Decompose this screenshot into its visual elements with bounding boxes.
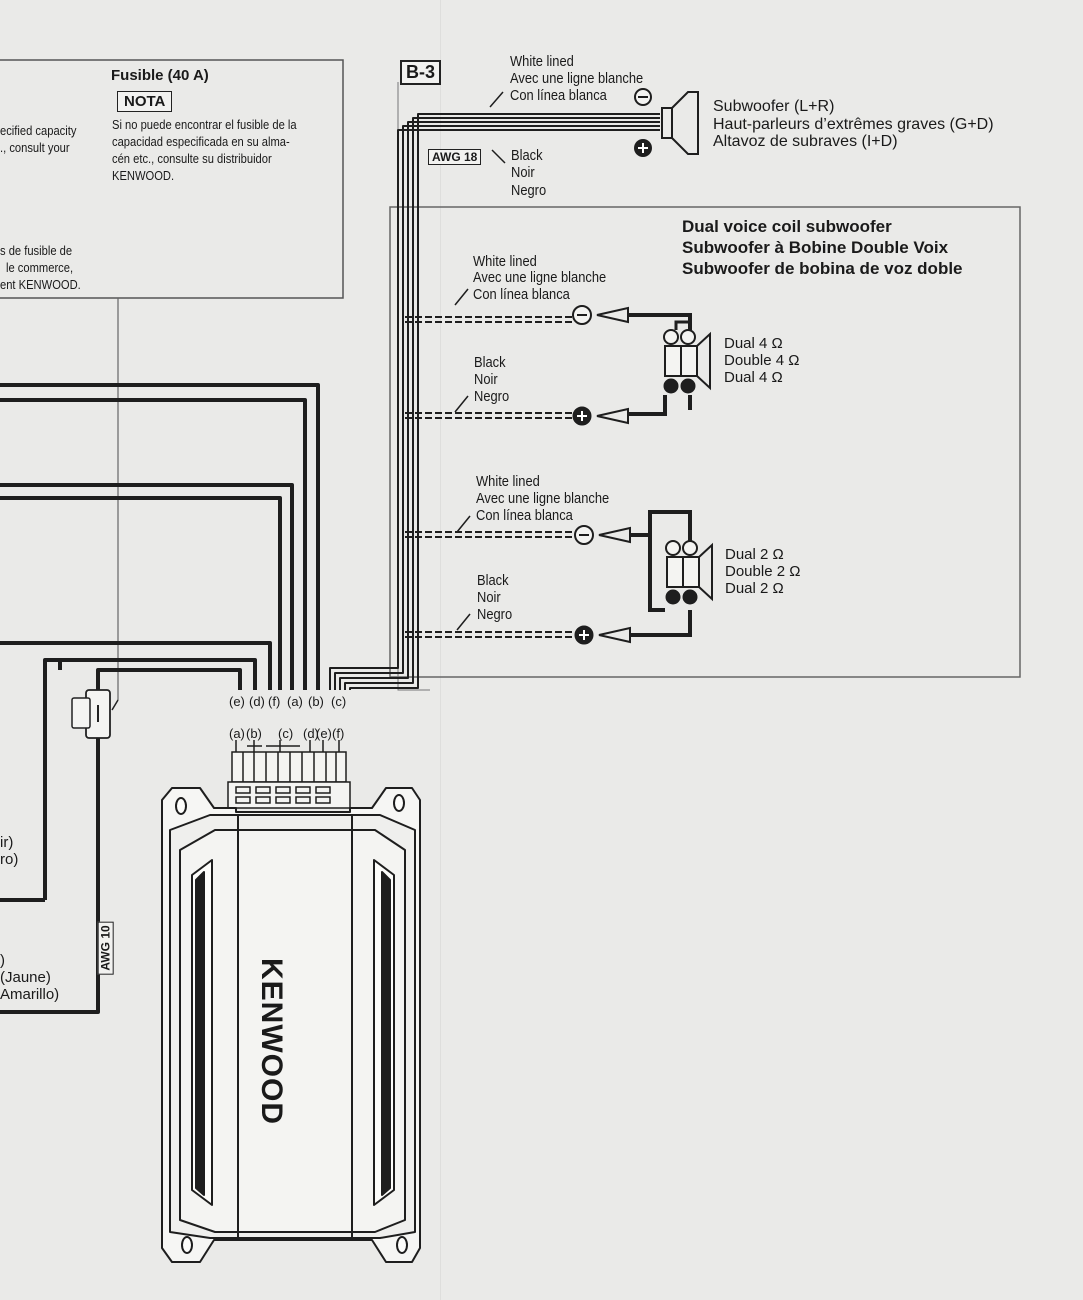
cut-text-1: ecified capacity: [0, 123, 77, 138]
dual-title-1: Dual voice coil subwoofer: [682, 217, 892, 236]
b3-black-1: Black: [511, 147, 543, 164]
wire-label-b: (b): [308, 694, 324, 709]
b3-tag: B-3: [400, 60, 442, 85]
b3-white-1: White lined: [510, 53, 574, 70]
wire-label-c: (c): [331, 694, 347, 709]
b3-white-2: Avec une ligne blanche: [510, 70, 644, 87]
subwoofer-upper-speaker: [661, 91, 699, 155]
dual-title-3: Subwoofer de bobina de voz doble: [682, 259, 963, 278]
upper-imp-1: Dual 4 Ω: [724, 335, 783, 352]
wire-label-f: (f): [268, 694, 281, 709]
upper-white-1: White lined: [473, 253, 537, 270]
lower-imp-2: Double 2 Ω: [725, 563, 801, 580]
dual-2-ohm-speaker: [574, 510, 713, 645]
b3-black-3: Negro: [511, 182, 547, 199]
fuse-note-box: [0, 59, 344, 299]
lower-white-3: Con línea blanca: [476, 507, 573, 524]
pin-label-d: (d): [303, 726, 319, 741]
nota-line-2: capacidad especificada en su alma-: [112, 134, 290, 149]
lower-white-1: White lined: [476, 473, 540, 490]
pin-label-f: (f): [332, 726, 345, 741]
upper-imp-2: Double 4 Ω: [724, 352, 800, 369]
pin-label-c: (c): [278, 726, 294, 741]
b3-white-3: Con línea blanca: [510, 87, 607, 104]
amplifier-body: [161, 787, 421, 1263]
lower-black-2: Noir: [477, 589, 501, 606]
dashed-wires: [405, 316, 572, 638]
amp-connector: [227, 740, 351, 809]
speaker-wire-bundle: [329, 113, 660, 690]
upper-black-3: Negro: [474, 388, 510, 405]
edge-label-a2: ro): [0, 851, 19, 868]
awg10-tag: AWG 10: [97, 921, 114, 975]
edge-label-b3: Amarillo): [0, 986, 60, 1003]
wire-label-e: (e): [229, 694, 245, 709]
dual-title-2: Subwoofer à Bobine Double Voix: [682, 238, 949, 257]
cut-text-5: ent KENWOOD.: [0, 277, 81, 292]
dual-4-ohm-speaker: [572, 305, 711, 426]
pin-label-e: (e): [316, 726, 332, 741]
cut-text-2: ., consult your: [0, 140, 70, 155]
nota-line-1: Si no puede encontrar el fusible de la: [112, 117, 297, 132]
subwoofer-label-3: Altavoz de subraves (I+D): [713, 133, 898, 150]
upper-white-2: Avec une ligne blanche: [473, 269, 607, 286]
nota-line-4: KENWOOD.: [112, 168, 175, 183]
cut-text-4: le commerce,: [6, 260, 74, 275]
subwoofer-label-2: Haut-parleurs d’extrêmes graves (G+D): [713, 116, 994, 133]
paper-fold: [440, 0, 441, 1300]
lower-imp-1: Dual 2 Ω: [725, 546, 784, 563]
nota-line-3: cén etc., consulte su distribuidor: [112, 151, 272, 166]
fuse-title: Fusible (40 A): [111, 67, 209, 84]
harness-wires: [0, 383, 320, 1014]
dual-voice-coil-box: [389, 206, 1021, 678]
subwoofer-label-1: Subwoofer (L+R): [713, 98, 835, 115]
brand-logo: KENWOOD: [255, 958, 288, 1125]
upper-black-1: Black: [474, 354, 506, 371]
awg18-tag: AWG 18: [428, 149, 482, 165]
nota-label: NOTA: [117, 91, 173, 112]
lower-white-2: Avec une ligne blanche: [476, 490, 610, 507]
wire-label-a: (a): [287, 694, 303, 709]
pin-label-b: (b): [246, 726, 262, 741]
wire-label-d: (d): [249, 694, 265, 709]
edge-label-b1: ): [0, 952, 5, 969]
cut-text-3: s de fusible de: [0, 243, 73, 258]
edge-label-a1: ir): [0, 834, 14, 851]
lower-black-3: Negro: [477, 606, 513, 623]
upper-imp-3: Dual 4 Ω: [724, 369, 783, 386]
lower-imp-3: Dual 2 Ω: [725, 580, 784, 597]
pin-label-a: (a): [229, 726, 245, 741]
b3-black-2: Noir: [511, 164, 535, 181]
upper-black-2: Noir: [474, 371, 498, 388]
edge-label-b2: (Jaune): [0, 969, 51, 986]
lower-black-1: Black: [477, 572, 509, 589]
upper-white-3: Con línea blanca: [473, 286, 570, 303]
